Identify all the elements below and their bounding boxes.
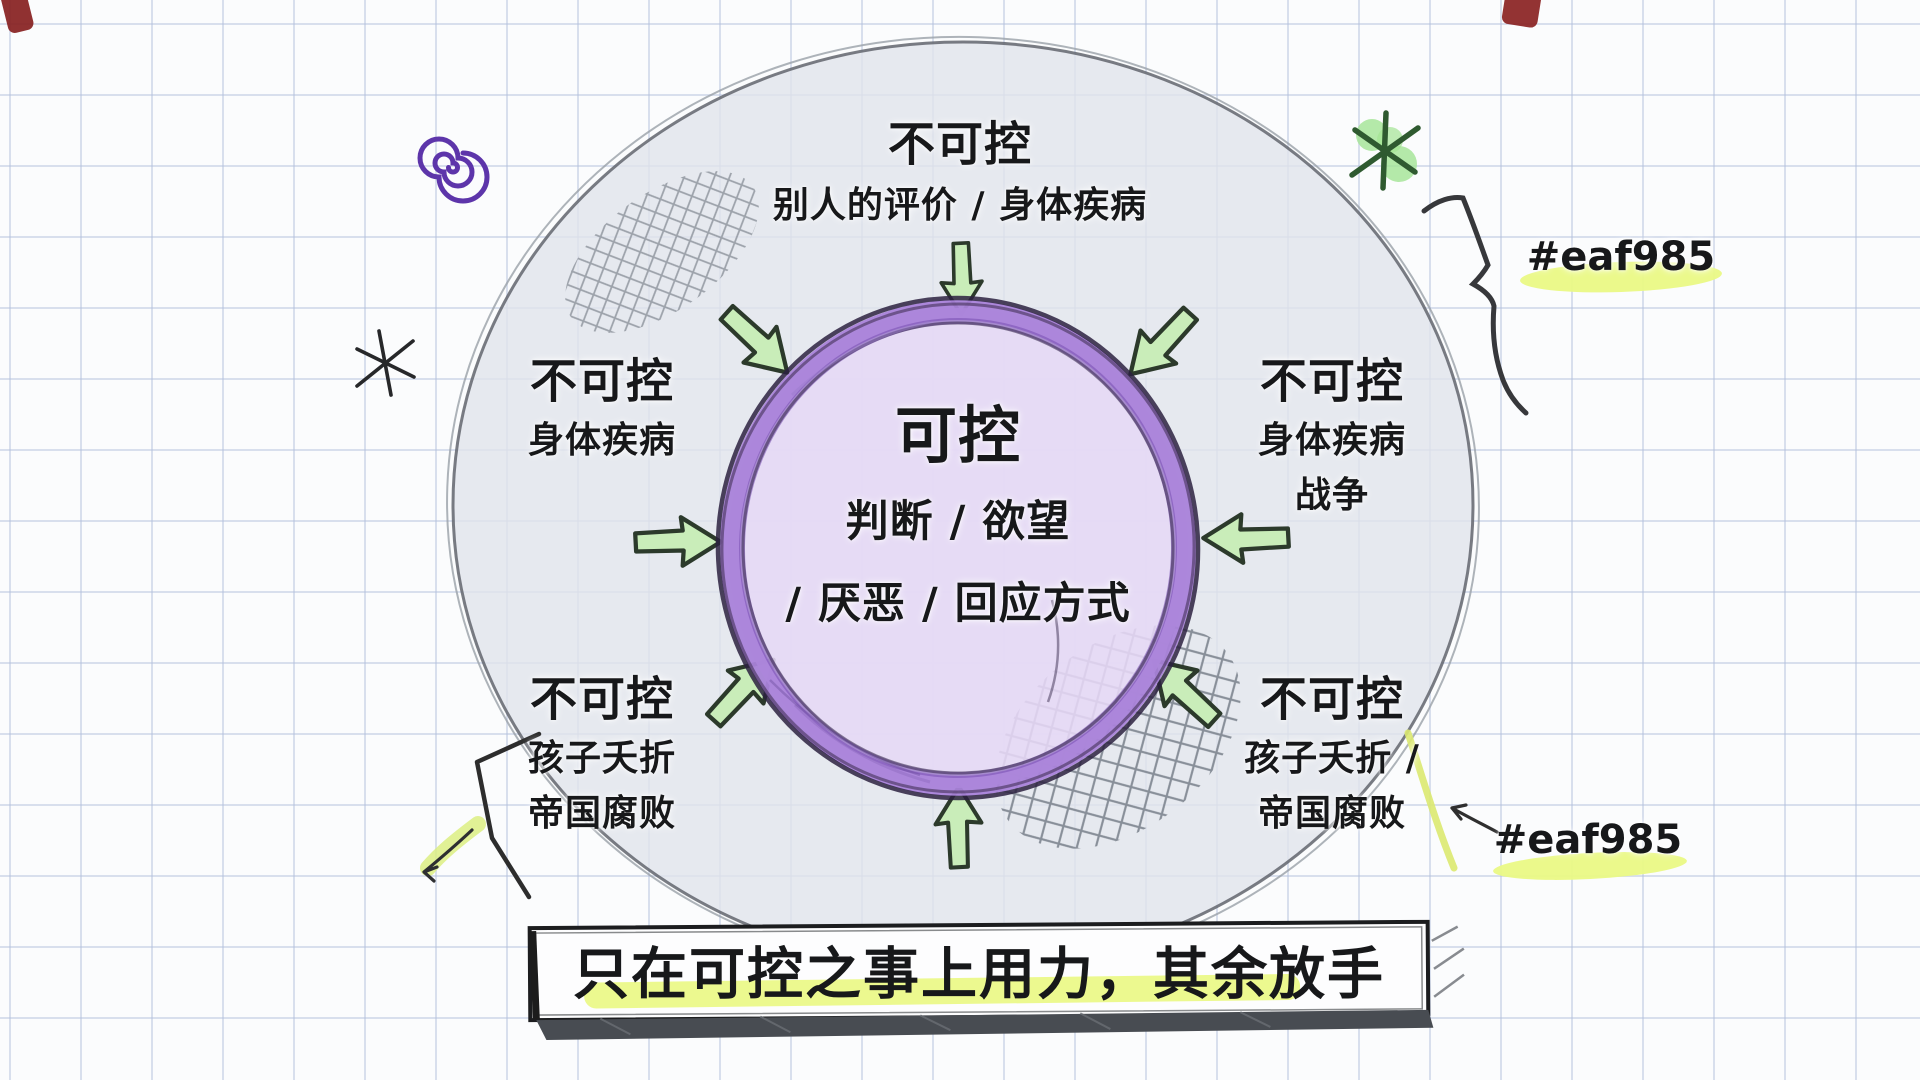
black-asterisk-doodle-icon bbox=[355, 329, 416, 397]
center-circle-line1: 判断 / 欲望 bbox=[845, 497, 1071, 547]
crosshatch-top-left bbox=[565, 171, 759, 333]
green-asterisk-doodle-icon bbox=[1349, 110, 1421, 191]
bottom-left-sector-sub2: 帝国腐败 bbox=[527, 793, 677, 834]
color-annotation-bottom-right: #eaf985 bbox=[1493, 817, 1683, 863]
right-sector-sub1: 身体疾病 bbox=[1257, 420, 1407, 461]
annotation-arrow-icon bbox=[1450, 803, 1499, 834]
bottom-right-sector-sub1: 孩子夭折 / bbox=[1244, 738, 1420, 779]
center-circle-line2: / 厌恶 / 回应方式 bbox=[785, 579, 1131, 629]
center-circle-title: 可控 bbox=[894, 399, 1022, 472]
red-mark-top-left bbox=[0, 0, 34, 34]
banner-highlight-stripe bbox=[584, 973, 1301, 1009]
bottom-left-sector-sub1: 孩子夭折 bbox=[527, 738, 677, 779]
left-sector-title: 不可控 bbox=[530, 354, 674, 410]
quote-banner-box bbox=[527, 919, 1465, 1040]
right-sector-title: 不可控 bbox=[1260, 354, 1404, 410]
highlight-swoosh-bottom-right bbox=[1493, 852, 1687, 880]
red-mark-top-right bbox=[1501, 0, 1543, 28]
color-annotation-top-right: #eaf985 bbox=[1526, 234, 1716, 280]
top-sector-sub: 别人的评价 / 身体疾病 bbox=[772, 185, 1148, 226]
curly-brace-doodle bbox=[1421, 195, 1529, 416]
left-sector-sub: 身体疾病 bbox=[527, 420, 677, 461]
highlighter-arrow-doodle bbox=[420, 816, 486, 883]
bottom-right-sector-title: 不可控 bbox=[1260, 672, 1404, 728]
spiral-doodle-icon bbox=[417, 136, 490, 204]
quote-banner-text: 只在可控之事上用力，其余放手 bbox=[573, 942, 1385, 1008]
highlighter-curve-doodle bbox=[1404, 729, 1458, 872]
corner-bracket-doodle bbox=[474, 731, 542, 900]
bottom-right-sector-sub2: 帝国腐败 bbox=[1257, 793, 1407, 834]
bottom-left-sector-title: 不可控 bbox=[530, 672, 674, 728]
inner-circle bbox=[715, 295, 1201, 801]
top-sector-title: 不可控 bbox=[888, 117, 1032, 173]
highlight-swoosh-top-right bbox=[1520, 261, 1722, 293]
right-sector-sub2: 战争 bbox=[1294, 475, 1370, 516]
